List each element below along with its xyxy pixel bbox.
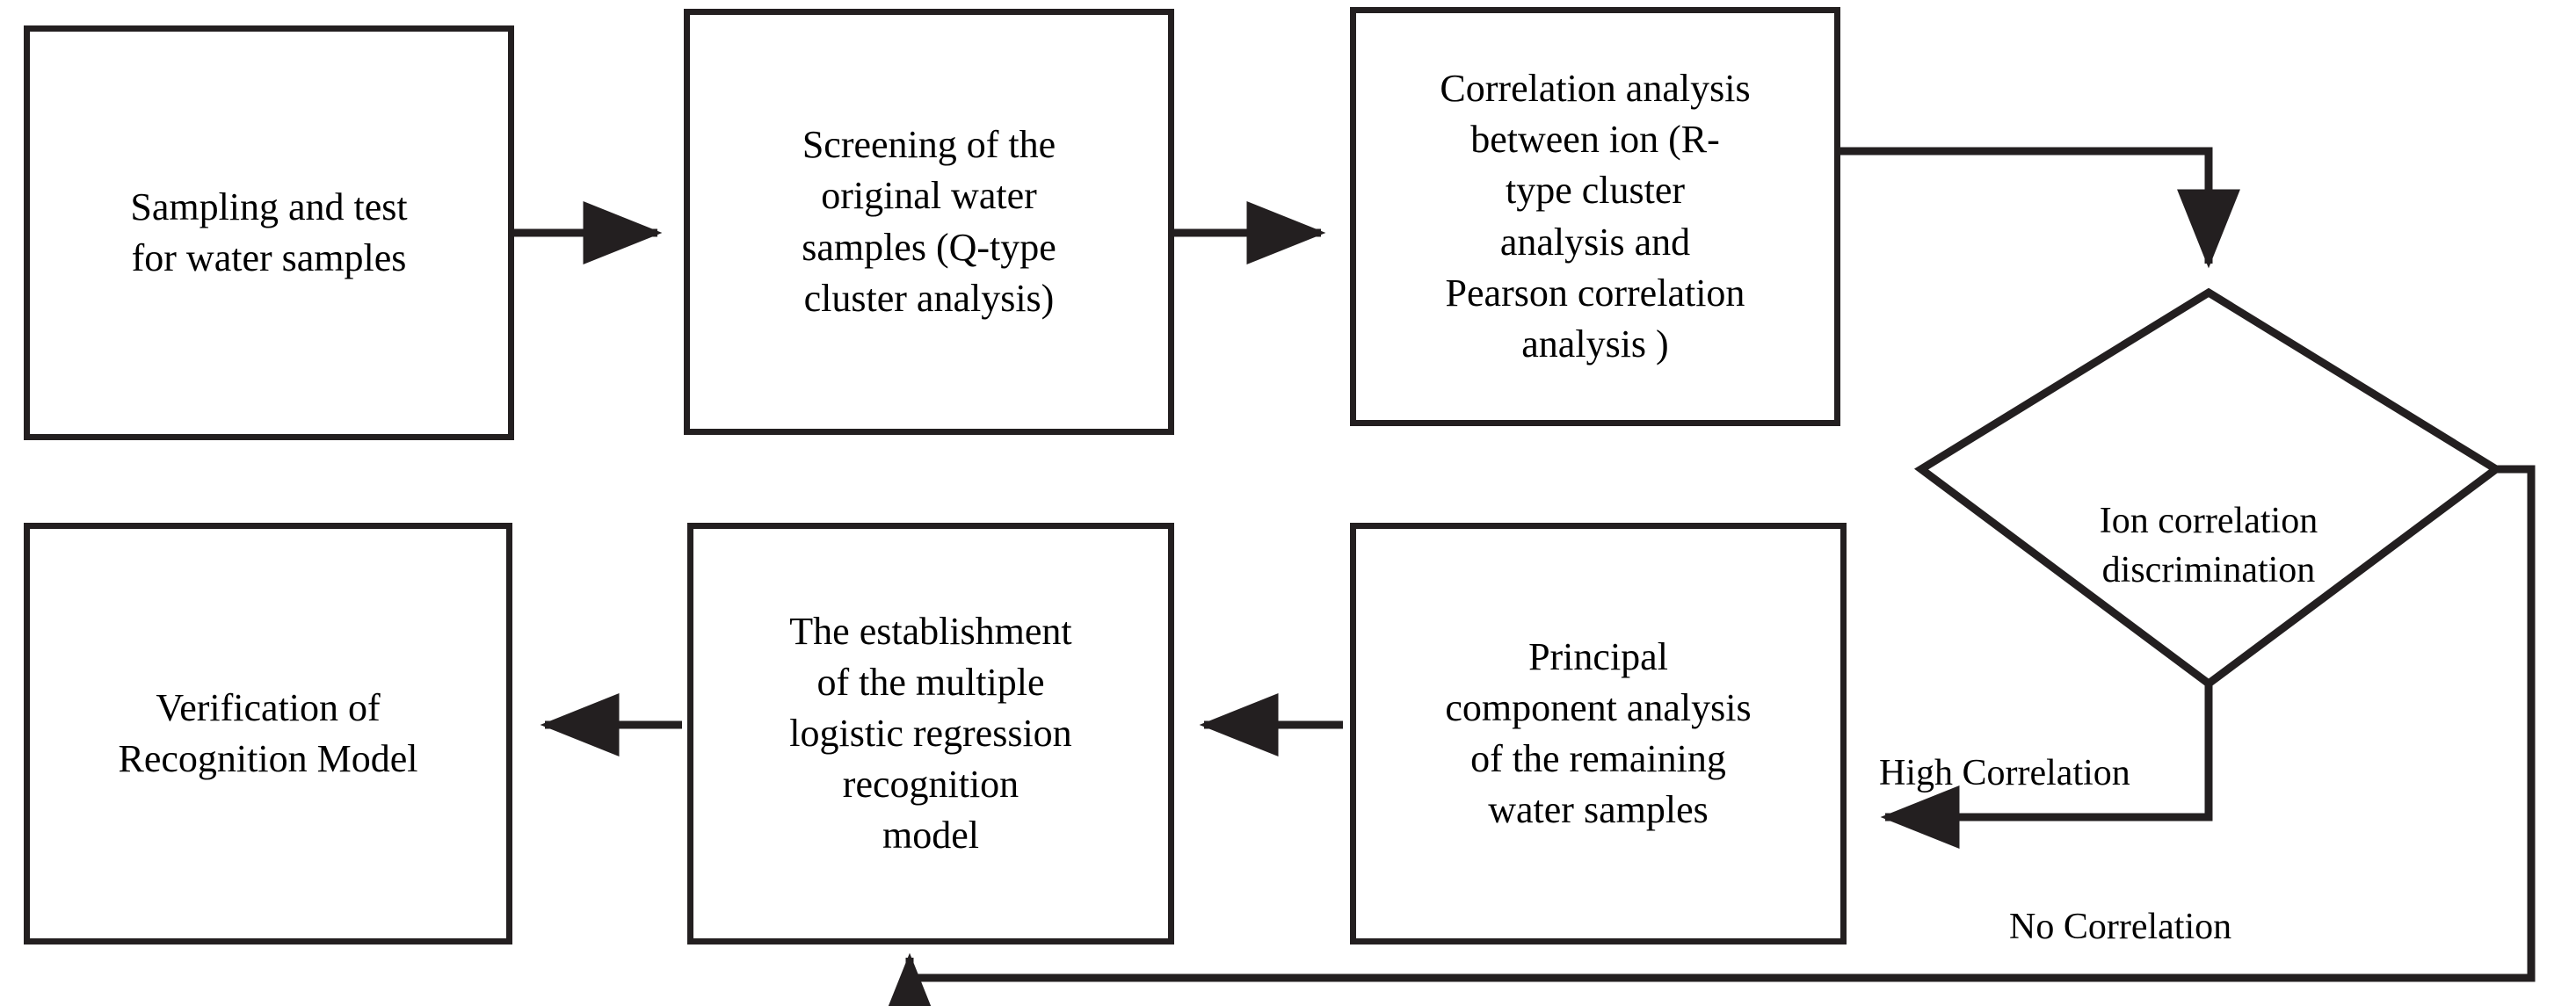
edge-decision-to-logistic	[878, 465, 2536, 1006]
edge-label-no-correlation: No Correlation	[2009, 905, 2231, 949]
node-verification-label: Verification of Recognition Model	[118, 685, 418, 780]
node-sampling-label: Sampling and test for water samples	[130, 185, 408, 279]
decision-diamond-shape	[1913, 287, 2504, 689]
node-logistic-regression-model[interactable]: The establishment of the multiple logist…	[687, 523, 1174, 944]
node-screening-original-samples[interactable]: Screening of the original water samples …	[684, 9, 1174, 435]
node-ion-correlation-discrimination[interactable]: Ion correlation discrimination	[1998, 446, 2420, 596]
node-pca-label: Principal component analysis of the rema…	[1445, 634, 1752, 832]
high-correlation-text: High Correlation	[1879, 753, 2130, 793]
node-decision-label: Ion correlation discrimination	[2099, 500, 2318, 591]
node-screening-label: Screening of the original water samples …	[802, 123, 1056, 320]
node-sampling-and-test[interactable]: Sampling and test for water samples	[24, 25, 514, 440]
edge-correlation-to-decision	[1840, 147, 2240, 269]
node-logistic-label: The establishment of the multiple logist…	[789, 609, 1072, 858]
node-correlation-label: Correlation analysis between ion (R- typ…	[1440, 67, 1751, 365]
edge-decision-to-pca	[1880, 684, 2213, 849]
no-correlation-text: No Correlation	[2009, 907, 2232, 947]
node-principal-component-analysis[interactable]: Principal component analysis of the rema…	[1350, 523, 1847, 944]
node-correlation-analysis[interactable]: Correlation analysis between ion (R- typ…	[1350, 7, 1840, 426]
node-verification-of-recognition-model[interactable]: Verification of Recognition Model	[24, 523, 512, 944]
edge-label-high-correlation: High Correlation	[1879, 751, 2130, 795]
